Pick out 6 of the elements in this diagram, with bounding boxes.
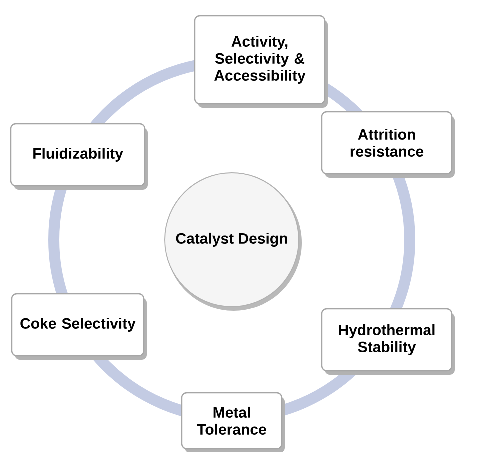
topic-box: Fluidizability	[10, 123, 148, 190]
topic-box: Activity, Selectivity & Accessibility	[194, 15, 328, 108]
topic-box: Attrition resistance	[321, 111, 455, 178]
topic-box: Metal Tolerance	[181, 392, 285, 452]
topic-box: Hydrothermal Stability	[321, 308, 455, 375]
topic-box: Coke Selectivity	[11, 293, 147, 360]
